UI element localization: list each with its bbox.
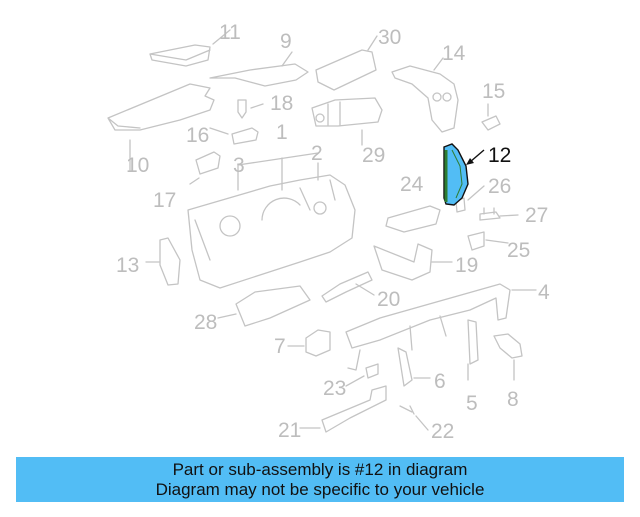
callout-8: 8	[507, 388, 519, 411]
callout-7: 7	[274, 335, 286, 358]
callout-25: 25	[507, 239, 531, 262]
callout-2: 2	[311, 142, 323, 165]
callout-24: 24	[400, 173, 424, 196]
part-20	[321, 271, 373, 303]
part-10	[107, 83, 215, 131]
part-25	[467, 231, 485, 251]
part-dashboard	[187, 174, 356, 289]
callout-20: 20	[377, 288, 401, 311]
part-27	[479, 207, 501, 221]
callout-6: 6	[434, 370, 446, 393]
part-19	[373, 243, 433, 281]
part-5	[467, 319, 479, 365]
callout-17: 17	[153, 189, 177, 212]
part-11	[149, 44, 211, 67]
callout-1: 1	[276, 121, 288, 144]
part-24	[385, 205, 441, 233]
part-23	[365, 363, 379, 379]
banner-line-2: Diagram may not be specific to your vehi…	[155, 479, 485, 499]
callout-14: 14	[442, 42, 466, 65]
part-9	[209, 63, 309, 87]
callout-9: 9	[280, 30, 292, 53]
banner-line-1: Part or sub-assembly is #12 in diagram	[172, 459, 468, 479]
part-15	[481, 115, 501, 131]
part-21	[321, 385, 387, 433]
part-17	[195, 151, 221, 175]
part-29	[311, 97, 383, 127]
part-30	[315, 49, 377, 91]
part-14	[391, 65, 459, 133]
info-banner: Part or sub-assembly is #12 in diagram D…	[16, 457, 624, 502]
part-6	[397, 347, 413, 387]
callout-5: 5	[466, 392, 478, 415]
part-13	[159, 237, 181, 286]
part-28	[235, 285, 311, 327]
callout-3: 3	[233, 154, 245, 177]
callout-13: 13	[116, 254, 140, 277]
callout-10: 10	[126, 154, 150, 177]
part-4	[345, 283, 511, 349]
callout-15: 15	[482, 80, 506, 103]
part-12-highlighted	[443, 143, 485, 206]
callout-23: 23	[323, 377, 347, 400]
part-7	[305, 329, 331, 357]
callout-29: 29	[362, 144, 386, 167]
callout-28: 28	[194, 311, 218, 334]
callout-18: 18	[270, 92, 294, 115]
callout-27: 27	[525, 204, 549, 227]
callout-4: 4	[538, 281, 550, 304]
part-22	[399, 405, 415, 415]
callout-11: 11	[219, 21, 241, 44]
callout-22: 22	[431, 420, 455, 443]
callout-12: 12	[488, 144, 512, 167]
callout-26: 26	[488, 175, 512, 198]
callout-30: 30	[378, 26, 402, 49]
callout-19: 19	[455, 254, 479, 277]
part-8	[493, 333, 523, 359]
part-16	[231, 127, 259, 145]
part-18	[237, 99, 247, 119]
callout-16: 16	[186, 124, 210, 147]
callout-21: 21	[278, 419, 302, 442]
